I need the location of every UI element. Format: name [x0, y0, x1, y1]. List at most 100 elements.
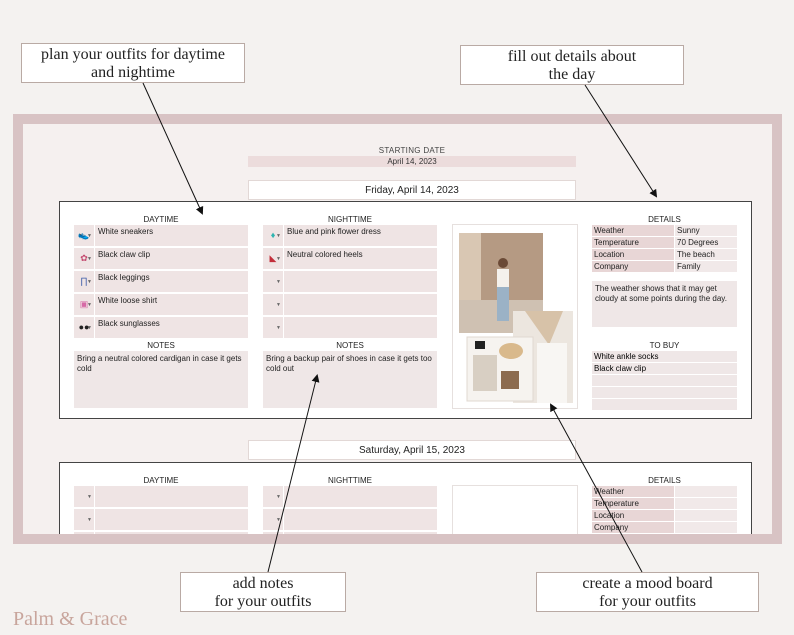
empty-icon-slot[interactable]: ▼: [263, 317, 284, 338]
item-text[interactable]: [284, 294, 437, 315]
details-row[interactable]: Temperature: [592, 498, 737, 509]
starting-date-label: STARTING DATE: [378, 146, 446, 155]
day1-nighttime-row[interactable]: ♦▼ Blue and pink flower dress: [263, 225, 437, 246]
chevron-down-icon[interactable]: ▼: [276, 517, 281, 523]
callout-line: fill out details about: [507, 48, 637, 65]
empty-icon-slot[interactable]: ▼: [74, 509, 95, 530]
item-text[interactable]: Neutral colored heels: [287, 250, 363, 259]
day1-mood-board[interactable]: [452, 224, 578, 409]
sunglasses-icon[interactable]: ●●▼: [74, 317, 95, 338]
day1-nighttime-row[interactable]: ▼: [263, 271, 437, 292]
details-value[interactable]: The beach: [675, 249, 737, 260]
empty-icon-slot[interactable]: ▼: [263, 509, 284, 530]
tobuy-item[interactable]: White ankle socks: [592, 351, 737, 362]
chevron-down-icon[interactable]: ▼: [87, 517, 92, 523]
chevron-down-icon[interactable]: ▼: [276, 302, 281, 308]
day1-nighttime-row[interactable]: ◣▼ Neutral colored heels: [263, 248, 437, 269]
chevron-down-icon[interactable]: ▼: [87, 325, 92, 331]
item-text[interactable]: White loose shirt: [98, 296, 158, 305]
tobuy-item[interactable]: [592, 387, 737, 398]
item-text[interactable]: [95, 486, 248, 507]
chevron-down-icon[interactable]: ▼: [87, 302, 92, 308]
item-text[interactable]: [95, 532, 248, 534]
item-text[interactable]: [284, 509, 437, 530]
day2-nighttime-row[interactable]: ▼: [263, 486, 437, 507]
day2-nighttime-header: NIGHTTIME: [328, 476, 372, 485]
day2-daytime-row[interactable]: ▼: [74, 486, 248, 507]
empty-icon-slot[interactable]: ▼: [263, 271, 284, 292]
chevron-down-icon[interactable]: ▼: [276, 325, 281, 331]
chevron-down-icon[interactable]: ▼: [87, 256, 92, 262]
day2-nighttime-row[interactable]: ▼: [263, 509, 437, 530]
item-text[interactable]: Blue and pink flower dress: [287, 227, 381, 236]
mood-model-shirt: [537, 343, 567, 403]
day2-daytime-row[interactable]: ▼: [74, 509, 248, 530]
details-value[interactable]: [675, 498, 737, 509]
shirt-icon[interactable]: ▣▼: [74, 294, 95, 315]
chevron-down-icon[interactable]: ▼: [276, 233, 281, 239]
tobuy-item[interactable]: [592, 375, 737, 386]
day1-daytime-notes[interactable]: Bring a neutral colored cardigan in case…: [74, 351, 248, 408]
details-row[interactable]: Company: [592, 522, 737, 533]
tobuy-item[interactable]: [592, 399, 737, 410]
day1-nighttime-row[interactable]: ▼: [263, 294, 437, 315]
empty-icon-slot[interactable]: [263, 532, 284, 534]
item-text[interactable]: Black claw clip: [98, 250, 151, 259]
details-value[interactable]: [675, 522, 737, 533]
empty-icon-slot[interactable]: [74, 532, 95, 534]
day2-card: DAYTIME NIGHTTIME ▼ ▼ ▼ ▼: [59, 462, 752, 534]
day2-nighttime-row[interactable]: [263, 532, 437, 534]
day2-mood-board[interactable]: [452, 485, 578, 534]
day1-daytime-row[interactable]: ●●▼ Black sunglasses: [74, 317, 248, 338]
tobuy-item[interactable]: Black claw clip: [592, 363, 737, 374]
empty-icon-slot[interactable]: ▼: [263, 294, 284, 315]
day1-daytime-row[interactable]: ∏▼ Black leggings: [74, 271, 248, 292]
details-key: Company: [592, 522, 674, 533]
chevron-down-icon[interactable]: ▼: [276, 494, 281, 500]
details-key: Location: [592, 510, 674, 521]
dress-icon[interactable]: ♦▼: [263, 225, 284, 246]
day1-daytime-row[interactable]: ▣▼ White loose shirt: [74, 294, 248, 315]
day1-weather-note[interactable]: The weather shows that it may get cloudy…: [592, 281, 737, 327]
chevron-down-icon[interactable]: ▼: [87, 494, 92, 500]
day1-daytime-row[interactable]: 👟▼ White sneakers: [74, 225, 248, 246]
chevron-down-icon[interactable]: ▼: [276, 256, 281, 262]
item-text[interactable]: Black leggings: [98, 273, 150, 282]
day1-tobuy-list: White ankle socks Black claw clip: [592, 351, 737, 411]
details-value[interactable]: Sunny: [675, 225, 737, 236]
item-text[interactable]: [284, 271, 437, 292]
item-text[interactable]: [284, 486, 437, 507]
details-row[interactable]: Location: [592, 510, 737, 521]
chevron-down-icon[interactable]: ▼: [87, 279, 92, 285]
item-text[interactable]: [284, 317, 437, 338]
details-value[interactable]: [675, 510, 737, 521]
chevron-down-icon[interactable]: ▼: [87, 233, 92, 239]
day2-daytime-row[interactable]: [74, 532, 248, 534]
details-value[interactable]: Family: [675, 261, 737, 272]
day1-nighttime-header: NIGHTTIME: [328, 215, 372, 224]
empty-icon-slot[interactable]: ▼: [263, 486, 284, 507]
chevron-down-icon[interactable]: ▼: [276, 279, 281, 285]
leggings-icon[interactable]: ∏▼: [74, 271, 95, 292]
item-text[interactable]: [284, 532, 437, 534]
details-row[interactable]: Weather: [592, 486, 737, 497]
day1-daytime-row[interactable]: ✿▼ Black claw clip: [74, 248, 248, 269]
empty-icon-slot[interactable]: ▼: [74, 486, 95, 507]
details-value[interactable]: [675, 486, 737, 497]
heels-icon[interactable]: ◣▼: [263, 248, 284, 269]
item-text[interactable]: Black sunglasses: [98, 319, 160, 328]
callout-mood-board: create a mood board for your outfits: [536, 572, 759, 612]
sneaker-icon[interactable]: 👟▼: [74, 225, 95, 246]
item-text[interactable]: White sneakers: [98, 227, 154, 236]
item-text[interactable]: [95, 509, 248, 530]
details-value[interactable]: 70 Degrees: [675, 237, 737, 248]
day1-nighttime-notes[interactable]: Bring a backup pair of shoes in case it …: [263, 351, 437, 408]
day1-nighttime-row[interactable]: ▼: [263, 317, 437, 338]
starting-date-field[interactable]: April 14, 2023: [248, 156, 576, 167]
claw-clip-icon[interactable]: ✿▼: [74, 248, 95, 269]
